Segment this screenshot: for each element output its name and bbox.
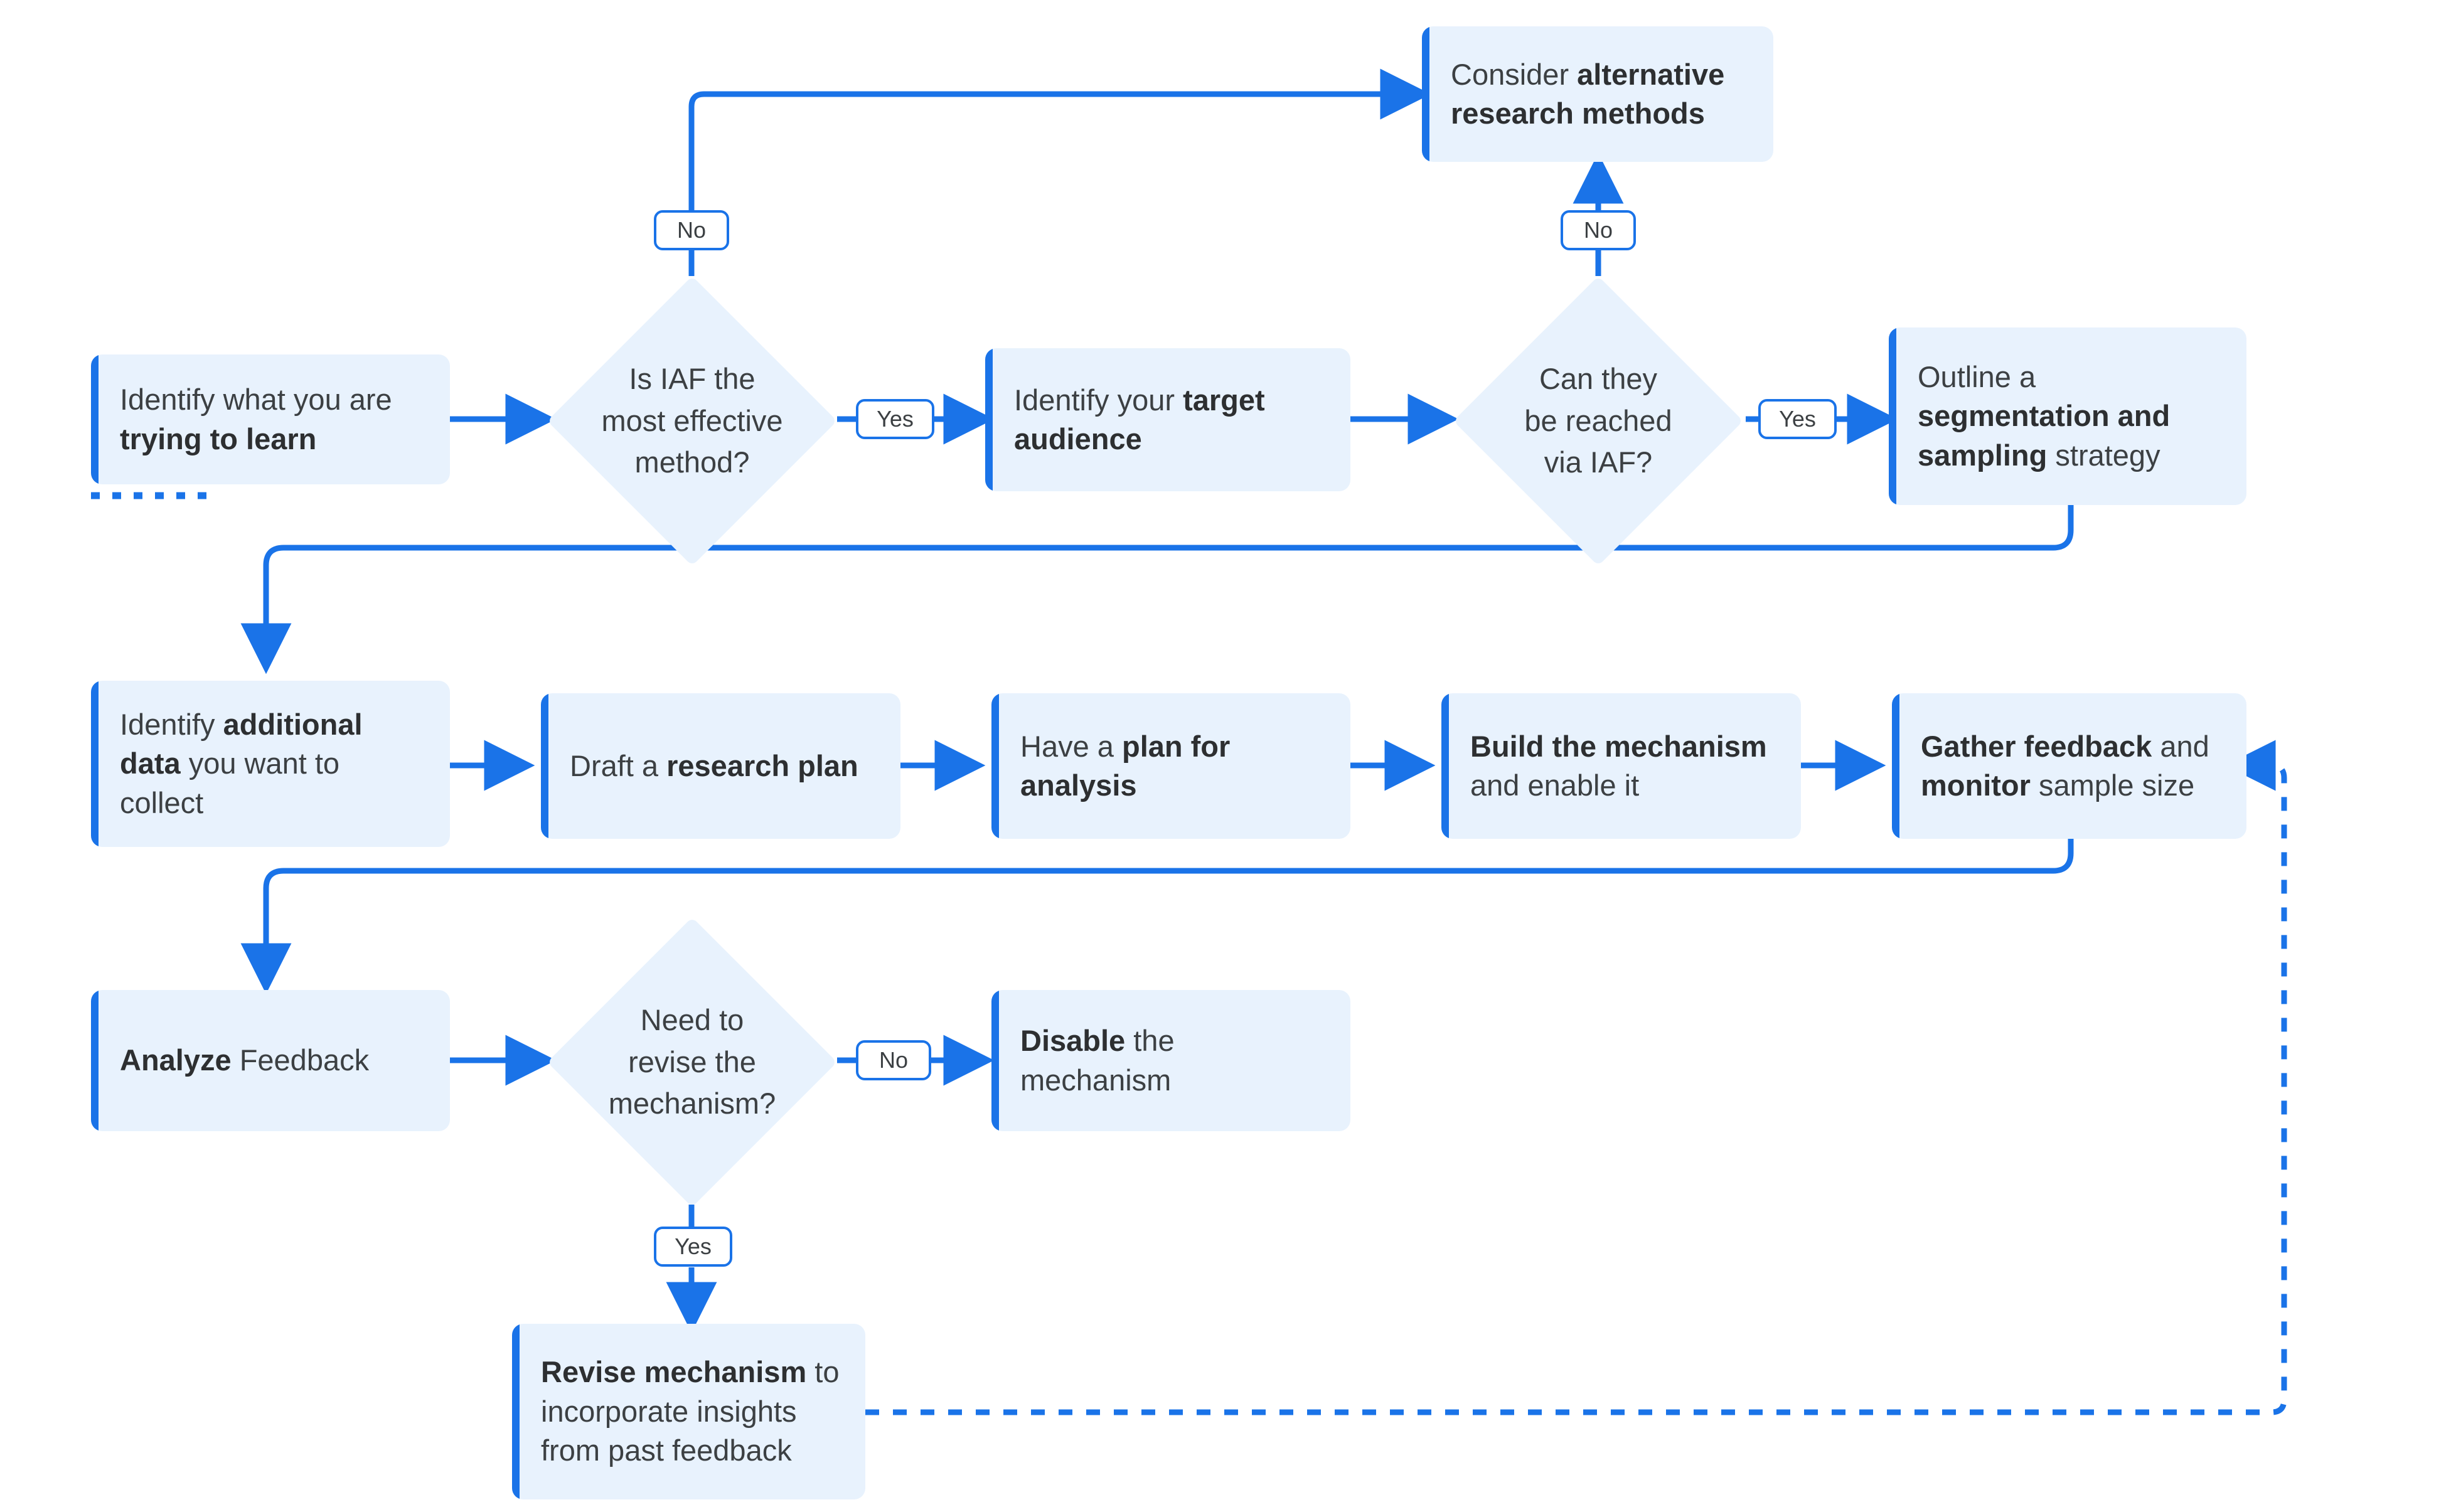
node-accent-bar: [1422, 26, 1429, 162]
edge-label-iaf-no: No: [654, 210, 729, 250]
node-accent-bar: [91, 354, 99, 484]
node-identify-target-audience[interactable]: Identify your target audience: [985, 348, 1350, 491]
edge-label-reached-no: No: [1561, 210, 1636, 250]
node-revise-mechanism-incorporate-insights[interactable]: Revise mechanism to incorporate insights…: [512, 1324, 865, 1499]
node-accent-bar: [512, 1324, 520, 1499]
decision-need-to-revise-the-mechanism[interactable]: Need to revise the mechanism?: [547, 917, 838, 1208]
node-label: Draft a research plan: [570, 748, 858, 782]
decision-label: Is IAF the most effective method?: [601, 361, 783, 479]
node-label: Build the mechanism and enable it: [1470, 729, 1767, 802]
node-label: Consider alternative research methods: [1451, 57, 1725, 130]
node-build-the-mechanism[interactable]: Build the mechanism and enable it: [1441, 693, 1801, 839]
node-accent-bar: [991, 693, 999, 839]
node-accent-bar: [541, 693, 548, 839]
node-label: Identify your target audience: [1014, 383, 1265, 456]
node-accent-bar: [91, 990, 99, 1131]
node-accent-bar: [991, 990, 999, 1131]
decision-label: Can they be reached via IAF?: [1524, 361, 1672, 479]
node-accent-bar: [985, 348, 993, 491]
decision-is-iaf-most-effective[interactable]: Is IAF the most effective method?: [547, 275, 838, 567]
node-label: Gather feedback and monitor sample size: [1921, 729, 2209, 802]
node-identify-additional-data[interactable]: Identify additional data you want to col…: [91, 681, 450, 847]
edge-label-revise-no: No: [856, 1040, 931, 1080]
node-disable-the-mechanism[interactable]: Disable the mechanism: [991, 990, 1350, 1131]
node-gather-feedback-monitor-sample-size[interactable]: Gather feedback and monitor sample size: [1892, 693, 2246, 839]
node-accent-bar: [1892, 693, 1899, 839]
node-analyze-feedback[interactable]: Analyze Feedback: [91, 990, 450, 1131]
node-accent-bar: [1889, 327, 1896, 505]
node-label: Revise mechanism to incorporate insights…: [541, 1355, 840, 1467]
node-label: Identify additional data you want to col…: [120, 707, 363, 819]
edge-gather-to-analyze: [240, 833, 2074, 994]
node-draft-research-plan[interactable]: Draft a research plan: [541, 693, 900, 839]
node-label: Identify what you are trying to learn: [120, 383, 392, 455]
decision-label: Need to revise the mechanism?: [608, 1003, 776, 1121]
node-consider-alternative-research-methods[interactable]: Consider alternative research methods: [1422, 26, 1773, 162]
edge-label-iaf-yes: Yes: [856, 399, 934, 439]
decision-can-they-be-reached-via-iaf[interactable]: Can they be reached via IAF?: [1453, 275, 1744, 567]
edge-revise-back-to-gather: [865, 740, 2287, 1415]
node-label: Disable the mechanism: [1020, 1024, 1175, 1097]
node-accent-bar: [91, 681, 99, 847]
node-accent-bar: [1441, 693, 1449, 839]
node-label: Outline a segmentation and sampling stra…: [1918, 359, 2171, 472]
edge-segmentation-to-additional: [240, 505, 2074, 674]
node-identify-what-to-learn[interactable]: Identify what you are trying to learn: [91, 354, 450, 484]
node-label: Have a plan for analysis: [1020, 729, 1231, 802]
node-label: Analyze Feedback: [120, 1043, 370, 1077]
node-outline-segmentation-sampling-strategy[interactable]: Outline a segmentation and sampling stra…: [1889, 327, 2246, 505]
edge-label-revise-yes: Yes: [654, 1227, 732, 1267]
node-have-plan-for-analysis[interactable]: Have a plan for analysis: [991, 693, 1350, 839]
edge-label-reached-yes: Yes: [1758, 399, 1837, 439]
edge-iaf-no: [688, 94, 1422, 276]
